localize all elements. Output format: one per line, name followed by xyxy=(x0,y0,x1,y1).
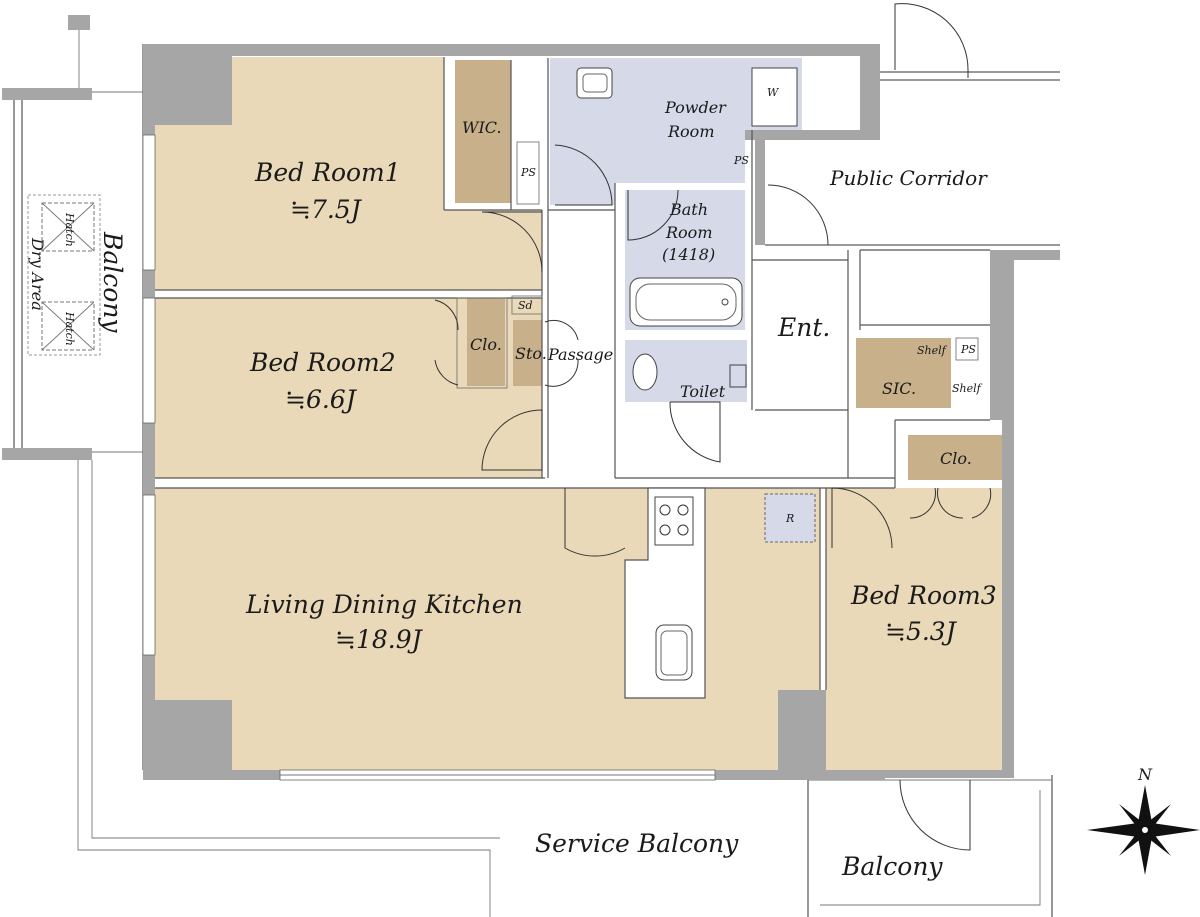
ps-label-3: PS xyxy=(960,343,976,356)
hatch-1 xyxy=(41,202,95,252)
bed-room-2-name: Bed Room2 xyxy=(249,348,396,377)
storage-label: Sto. xyxy=(515,344,547,363)
walls xyxy=(143,44,1060,780)
wic-label: WIC. xyxy=(462,118,502,137)
sic xyxy=(856,338,951,408)
service-balcony-label: Service Balcony xyxy=(535,829,739,858)
fixtures xyxy=(576,67,798,391)
bath-room-label-2: Room xyxy=(665,223,712,242)
passage-label: Passage xyxy=(547,345,613,364)
fridge-space xyxy=(765,494,815,542)
bed-room-2-size: ≒6.6J xyxy=(285,385,358,414)
dry-area: Hatch Hatch Dry Area xyxy=(27,194,101,356)
balcony-outline xyxy=(2,15,1053,917)
powder-room-label-2: Room xyxy=(667,122,714,141)
powder-room-label-1: Powder xyxy=(664,98,727,117)
shelf-label-1: Shelf xyxy=(917,344,948,357)
ps-label-2: PS xyxy=(733,154,749,167)
toilet-label: Toilet xyxy=(680,382,726,401)
doors xyxy=(434,3,1060,851)
ldk-name: Living Dining Kitchen xyxy=(245,590,523,619)
public-corridor-label: Public Corridor xyxy=(829,166,988,190)
washer-label: W xyxy=(767,86,780,99)
compass-icon xyxy=(1087,785,1200,875)
sic-label: SIC. xyxy=(882,379,916,398)
ldk-size: ≒18.9J xyxy=(335,625,424,654)
bed-room-1-name: Bed Room1 xyxy=(254,158,401,187)
clo-left-label: Clo. xyxy=(470,335,502,354)
windows xyxy=(142,134,716,781)
bed-room-1-size: ≒7.5J xyxy=(290,195,363,224)
balcony-south-label: Balcony xyxy=(841,852,943,881)
compass-north-label: N xyxy=(1137,765,1153,784)
wic xyxy=(455,60,511,203)
bed-room-3-name: Bed Room3 xyxy=(850,581,997,610)
bath-room-label-1: Bath xyxy=(669,200,708,219)
dry-area-label: Dry Area xyxy=(28,237,47,311)
ps-label-1: PS xyxy=(520,166,536,179)
bed-room-3-size: ≒5.3J xyxy=(885,617,958,646)
balcony-west-label: Balcony xyxy=(98,231,127,333)
hatch-label-1: Hatch xyxy=(63,212,76,247)
clo-left xyxy=(467,298,505,386)
storage xyxy=(513,320,542,386)
clo-right xyxy=(908,435,1002,480)
sd-label: Sd xyxy=(518,299,533,312)
bed-room-1 xyxy=(232,57,444,290)
shelf-label-2: Shelf xyxy=(952,382,983,395)
partitions xyxy=(155,57,990,690)
bed-room-3 xyxy=(826,488,1002,770)
entrance-label: Ent. xyxy=(777,313,830,342)
hatch-label-2: Hatch xyxy=(63,311,76,346)
kitchen-counter xyxy=(624,487,706,699)
bath-room-size: (1418) xyxy=(662,245,715,264)
living-dining-kitchen xyxy=(155,488,820,770)
hatch-2 xyxy=(41,301,95,351)
fridge-label: R xyxy=(785,512,794,525)
clo-right-label: Clo. xyxy=(940,449,972,468)
